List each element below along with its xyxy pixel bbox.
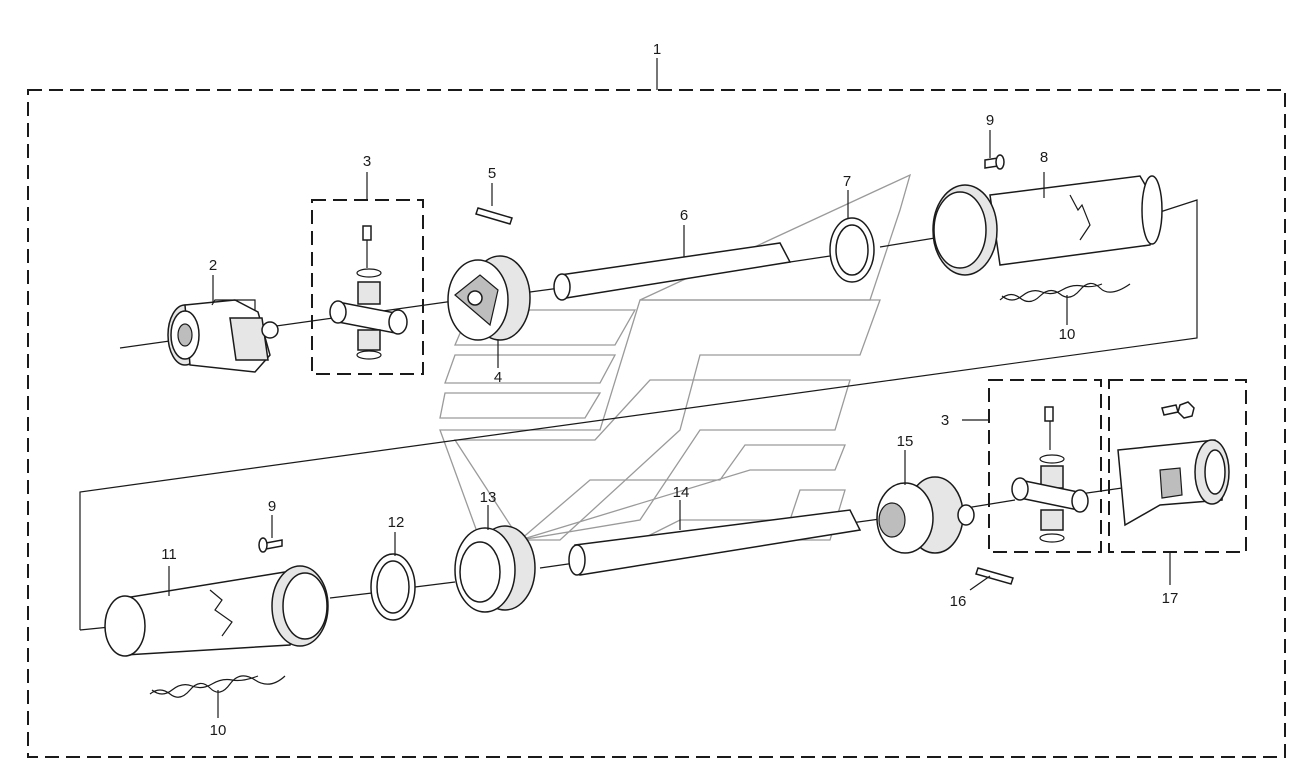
cross-kit-upper [329, 225, 408, 360]
screw-part-9a [984, 130, 1005, 170]
ring-part-7 [829, 190, 875, 283]
yoke-frame [1108, 379, 1247, 553]
label-3-lower: 3 [941, 412, 949, 429]
label-10-lower: 10 [210, 722, 227, 739]
yoke-part-2 [167, 275, 279, 373]
chain-part-10a [999, 282, 1131, 325]
label-17: 17 [1162, 590, 1179, 607]
label-16: 16 [950, 593, 967, 610]
label-15: 15 [897, 433, 914, 450]
label-13: 13 [480, 489, 497, 506]
connector-right [79, 199, 1198, 630]
label-2: 2 [209, 257, 217, 274]
label-14: 14 [673, 484, 690, 501]
guard-cone-part-4 [447, 255, 531, 368]
assembly-frame [27, 89, 1286, 758]
cross-kit-lower [1011, 406, 1089, 543]
label-12: 12 [388, 514, 405, 531]
outer-guard-tube-part-8 [932, 172, 1163, 276]
guard-cone-part-15 [876, 450, 975, 554]
label-3-upper: 3 [363, 153, 371, 170]
label-6: 6 [680, 207, 688, 224]
bearing-cone-part-13 [454, 505, 536, 613]
label-11: 11 [161, 546, 177, 563]
ring-part-12 [370, 532, 416, 621]
label-10-upper: 10 [1059, 326, 1076, 343]
cross-kit-frame-lower [988, 379, 1102, 553]
inner-tube-part-14 [568, 500, 862, 576]
yoke-part-17 [1117, 401, 1230, 527]
label-1: 1 [653, 41, 661, 58]
pin-part-5 [475, 183, 513, 225]
label-7: 7 [843, 173, 851, 190]
label-5: 5 [488, 165, 496, 182]
chain-part-10b [149, 675, 286, 718]
lower-guard-tube-part-11 [104, 565, 329, 657]
inner-tube-part-6 [553, 225, 792, 301]
label-8: 8 [1040, 149, 1048, 166]
label-9-upper: 9 [986, 112, 994, 129]
label-4: 4 [494, 369, 502, 386]
pin-part-16 [969, 567, 1014, 591]
screw-part-9b [258, 515, 283, 553]
label-9-lower: 9 [268, 498, 276, 515]
upper-axis [119, 237, 936, 349]
